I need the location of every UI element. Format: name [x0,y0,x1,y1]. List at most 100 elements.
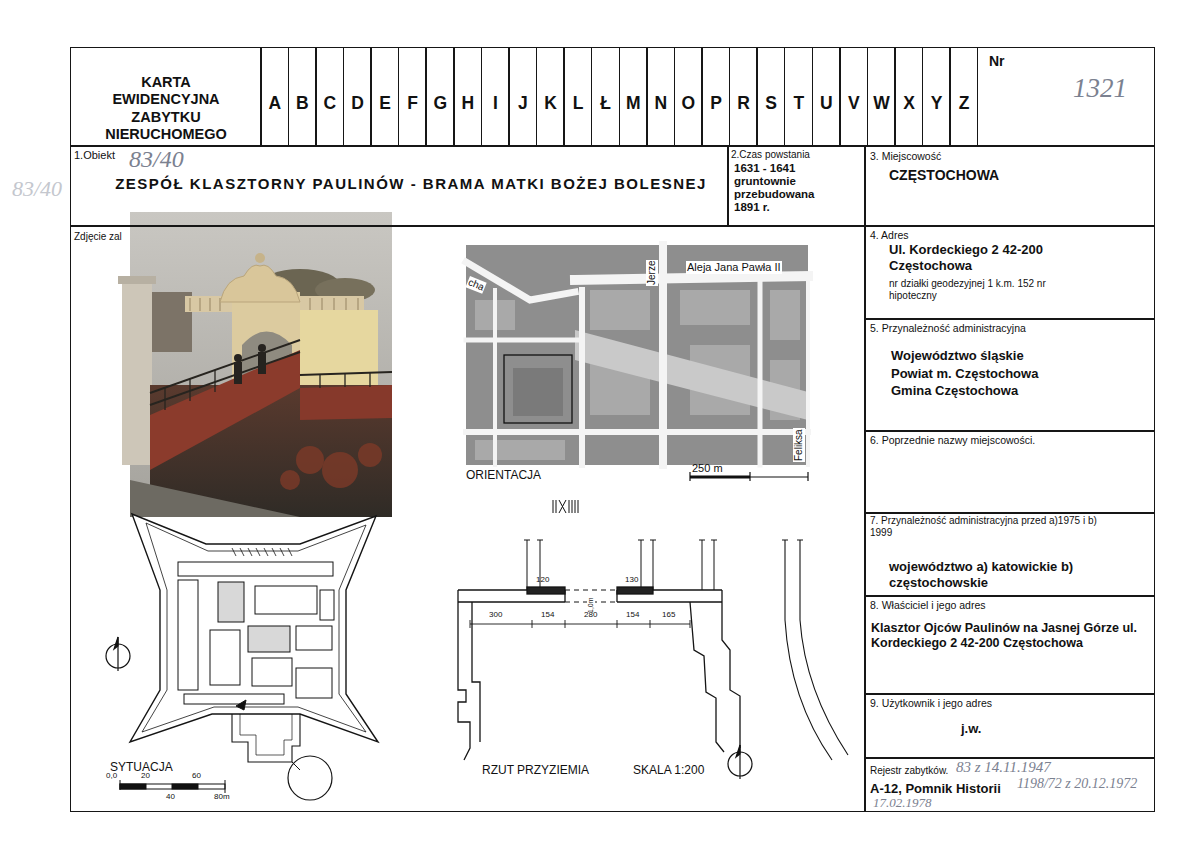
cell-text: B [289,93,317,114]
gate-photo [280,443,382,490]
site-scale-bar [120,780,121,790]
cell-text: j.w. [961,721,981,737]
dimension-number: 130 [625,575,638,585]
handwritten-note: 83/40 [129,147,184,171]
hatch-symbol [559,500,566,513]
cell-text: 5. Przynależność administracyjna [870,322,1026,335]
orientation-map [575,330,808,420]
cell-text: F [399,93,427,114]
gate-photo [258,352,266,374]
drawing-caption: ORIENTACJA [466,468,541,482]
cell-text: X [895,93,923,114]
hatch-symbol [569,500,570,513]
cell-text: T [785,93,813,114]
scale-text: 40 [166,792,175,802]
site-scale-bar [120,784,146,789]
dimension-number: 300 [489,610,502,620]
gate-photo [369,373,370,387]
ground-plan [800,540,848,755]
dimension-number: 120 [536,575,549,585]
site-plan [232,548,292,556]
gate-photo [300,372,392,375]
gate-photo [150,352,300,405]
gate-photo [214,370,215,392]
site-plan [264,548,268,556]
site-plan [130,514,378,742]
site-plan [232,714,300,762]
index-letter-cell: G [425,47,454,147]
site-plan [240,714,292,755]
cell-text: O [675,93,703,114]
cell-text: 1.Obiekt [74,149,115,162]
former-administration-cell: 7. Przynależność administracyjna przed a… [864,512,1155,597]
gate-photo [234,354,242,362]
map-scale-bar [690,476,808,477]
index-letter-cell: E [370,47,399,147]
site-plan [280,548,284,556]
site-scale-bar [225,780,226,793]
map-scale-bar [749,472,750,481]
scale-text: 20 [141,771,150,781]
gate-photo [309,298,311,311]
cell-text: L [564,93,592,114]
gate-photo [333,298,335,311]
site-plan [256,548,260,556]
register-cell: Rejestr zabytków.83 z 14.11.1947A-12, Po… [864,757,1155,812]
cell-text: C [316,93,344,114]
orientation-map [466,338,582,343]
index-letter-cell: P [701,47,730,147]
locality-cell: 3. MiejscowośćCZĘSTOCHOWA [864,145,1155,227]
ground-plan [785,540,832,760]
index-letter-cell: Z [949,47,978,147]
orientation-map [504,355,572,423]
street-name: Aleja Jana Pawła II [686,261,782,274]
scale-text: 80m [214,792,230,802]
index-letter-cell: S [756,47,785,147]
gate-photo [122,280,152,465]
ground-plan [782,540,803,541]
dimension-line [470,620,690,628]
site-scale-bar [120,780,225,793]
site-plan [218,582,244,622]
gate-photo [322,452,358,488]
site-plan [232,548,236,556]
dimension-number: 154 [626,610,639,620]
orientation-map [466,262,575,300]
index-letter-cell: M [619,47,648,147]
site-plan [178,562,334,704]
dimension-line [617,620,618,628]
dimension-number: 165 [662,610,675,620]
cell-text: Ł [592,93,620,114]
ground-plan [722,590,740,748]
address-cell: 4. AdresUl. Kordeckiego 2 42-200 Częstoc… [864,225,1155,320]
hatch-symbol [553,500,554,513]
owner-cell: 8. Właściciel i jego adresKlasztor Ojców… [864,595,1155,695]
site-plan [178,562,333,576]
gate-photo [255,253,265,263]
cell-text: 9. Użytkownik i jego adres [870,697,992,710]
site-plan [240,548,244,556]
site-plan [288,756,332,800]
cell-text: I [482,93,510,114]
index-letter-cell: V [839,47,868,147]
ground-plan [472,602,480,742]
ground-plan [617,587,653,594]
user-cell: 9. Użytkownik i jego adres j.w. [864,693,1155,759]
cell-text: V [840,93,868,114]
ground-plan [458,540,848,760]
date-cell: 2.Czas powstania1631 - 1641 gruntownie p… [727,145,866,227]
scale-text: 0,0 [106,771,117,781]
cell-text: Rejestr zabytków. [870,765,948,777]
hatch-symbol [556,500,557,513]
gate-photo [258,344,266,352]
cell-text: U [813,93,841,114]
cell-text: 3. Miejscowość [870,150,941,163]
hatch-symbol [578,500,579,513]
scale-text: 250 m [692,462,723,475]
gate-photo [298,296,364,312]
street-name: Feliksa [793,428,805,462]
cell-text: N [647,93,675,114]
cell-text: W [868,93,896,114]
hatch-symbol [553,500,578,513]
